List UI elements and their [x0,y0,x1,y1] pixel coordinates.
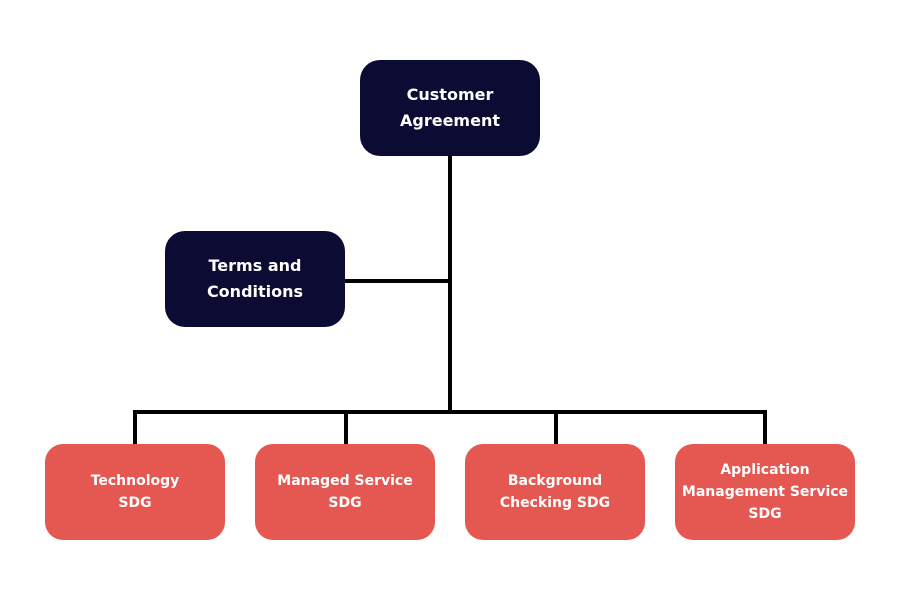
technology-sdg-node: Technology SDG [45,444,225,540]
terms-and-conditions-label: Terms and Conditions [206,256,304,301]
background-checking-sdg-label: Background Checking SDG [499,473,611,511]
customer-agreement-label: Customer Agreement [400,85,500,130]
technology-sdg-label: Technology SDG [90,473,180,511]
application-management-service-sdg-label: Application Management Service SDG [681,462,849,522]
managed-service-sdg-label: Managed Service SDG [277,473,413,511]
managed-service-sdg-node: Managed Service SDG [255,444,435,540]
application-management-service-sdg-node: Application Management Service SDG [675,444,855,540]
background-checking-sdg-node: Background Checking SDG [465,444,645,540]
customer-agreement-node: Customer Agreement [360,60,540,156]
terms-and-conditions-node: Terms and Conditions [165,231,345,327]
